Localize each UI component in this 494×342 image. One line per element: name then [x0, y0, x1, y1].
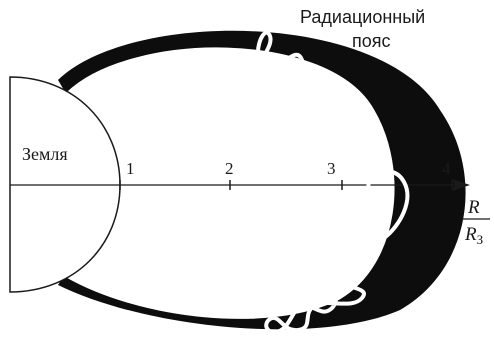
axis-unit-numerator: R: [467, 197, 480, 218]
belt-title-line1: Радиационный: [300, 7, 425, 27]
belt-title-line2: пояс: [352, 31, 391, 51]
axis-unit-denominator-r: R: [464, 224, 477, 245]
earth-label: Земля: [22, 144, 68, 164]
axis-unit-denominator: RЗ: [464, 224, 483, 247]
axis-tick-label-1: 1: [126, 159, 135, 178]
axis-tick-label-2: 2: [225, 159, 234, 178]
axis-tick-label-4: 4: [442, 159, 451, 178]
axis-tick-label-3: 3: [327, 159, 336, 178]
axis-unit-subscript: З: [477, 232, 484, 247]
